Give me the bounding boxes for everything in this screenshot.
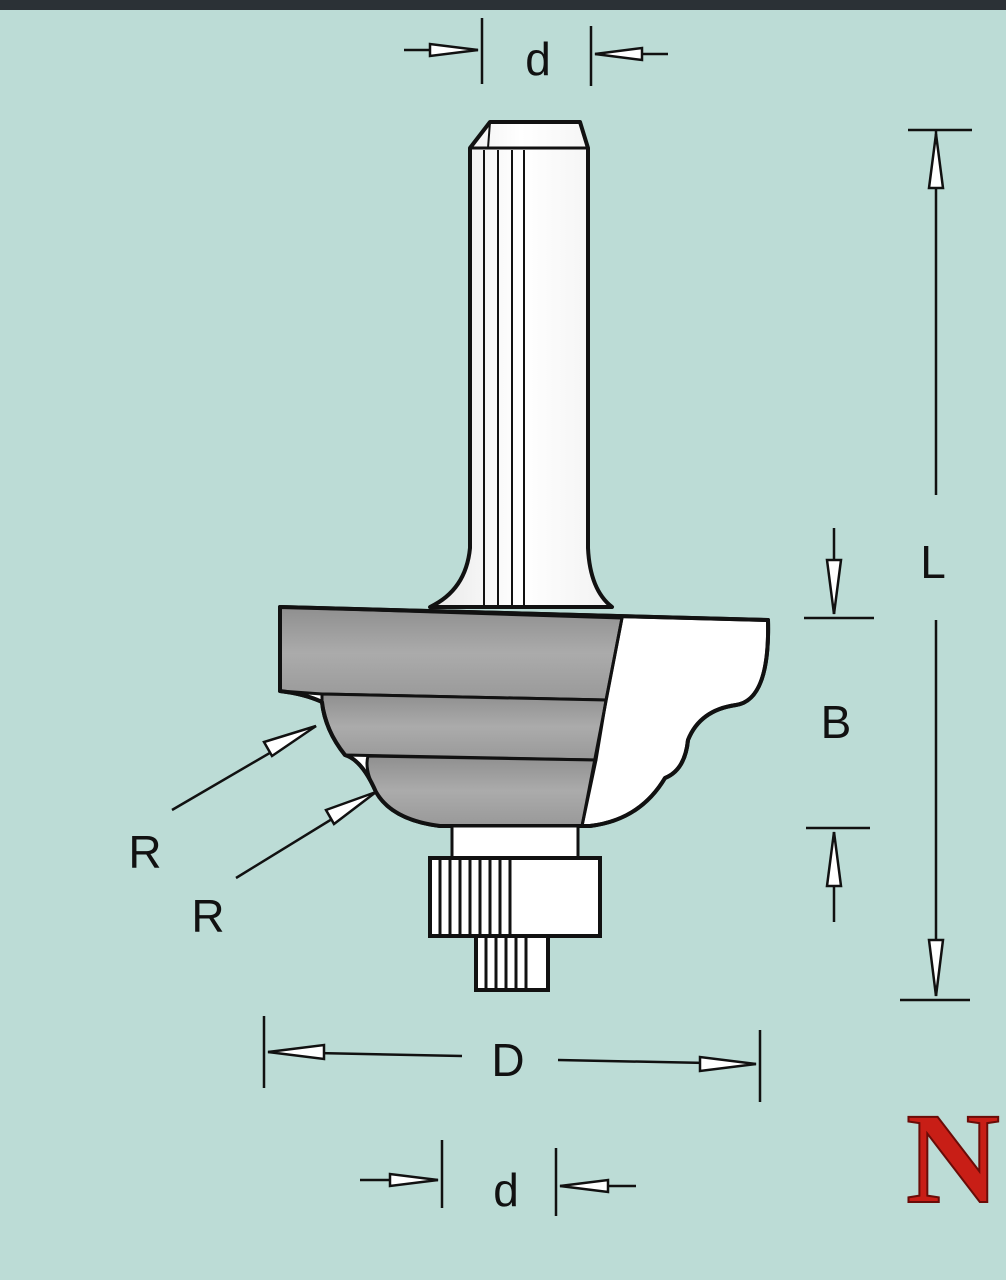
dimension-cutting-height: B	[804, 528, 874, 922]
dimension-cutting-diameter: D	[262, 1016, 762, 1102]
dimension-shank-diameter: d	[404, 18, 668, 86]
dimension-radius-upper: R	[128, 724, 317, 878]
dimension-radius-lower: R	[191, 790, 377, 942]
dimension-overall-length: L	[900, 128, 972, 1002]
label-R-lower: R	[191, 890, 224, 942]
bearing	[428, 824, 602, 938]
label-d-top: d	[525, 33, 551, 85]
label-d-bottom: d	[493, 1164, 519, 1216]
shank	[428, 120, 614, 609]
label-L: L	[920, 536, 946, 588]
dimension-bearing-diameter: d	[360, 1140, 636, 1216]
label-D: D	[491, 1034, 524, 1086]
top-border-bar	[0, 0, 1006, 10]
cutter-body	[278, 605, 771, 828]
label-B: B	[821, 696, 852, 748]
brand-logo-fragment: N	[906, 1087, 1000, 1231]
label-R-upper: R	[128, 826, 161, 878]
screw	[474, 934, 550, 992]
